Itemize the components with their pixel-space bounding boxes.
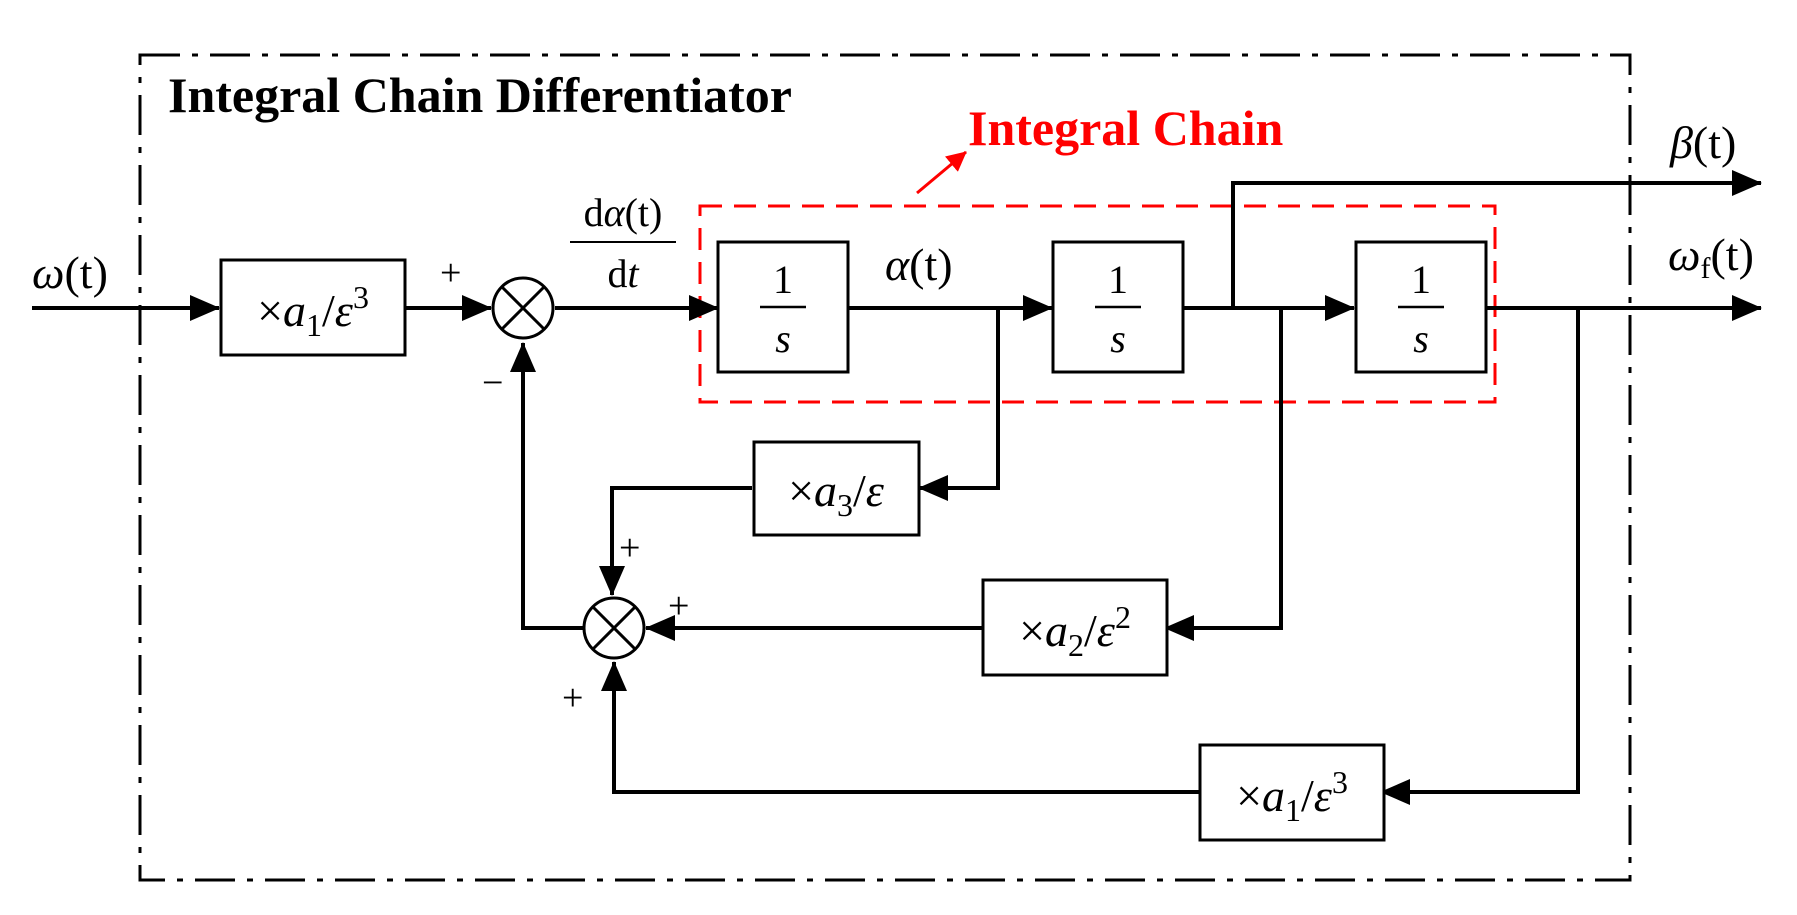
differentiator-boundary (138, 53, 1632, 882)
wire-a1-to-sum2 (601, 661, 1199, 794)
svg-text:1: 1 (1108, 257, 1128, 302)
diagram-title: Integral Chain Differentiator (168, 67, 792, 123)
sign-plus-a3: + (619, 527, 640, 569)
wire-beta (1231, 170, 1762, 308)
summing-junction-feedback (582, 596, 646, 660)
wire-a3-to-sum2 (599, 486, 752, 596)
gain-block-input: ×a1/ε3 (219, 258, 407, 357)
svg-text:s: s (1110, 316, 1126, 361)
sign-plus-a2: + (668, 585, 689, 627)
gain-block-a1-feedback: ×a1/ε3 (1198, 743, 1386, 842)
integral-chain-pointer-arrow (916, 150, 967, 195)
integrator-3: 1 s (1354, 240, 1488, 374)
svg-text:×a2/ε2: ×a2/ε2 (1019, 599, 1131, 663)
beta-signal-label: β(t) (1669, 117, 1736, 168)
wire-beta-tap (1164, 308, 1283, 641)
svg-text:s: s (775, 316, 791, 361)
integrator-2: 1 s (1051, 240, 1185, 374)
sign-plus-a1: + (562, 677, 583, 719)
integrator-1: 1 s (716, 240, 850, 374)
gain-block-a2: ×a2/ε2 (981, 578, 1169, 677)
output-signal-label: ωf(t) (1668, 229, 1754, 285)
summing-junction-main (491, 276, 555, 340)
integral-chain-label: Integral Chain (968, 100, 1284, 156)
derivative-label: dα(t) dt (570, 190, 676, 296)
sign-minus-feedback: − (482, 362, 503, 404)
svg-text:×a1/ε3: ×a1/ε3 (1236, 764, 1348, 828)
wire-sum2-to-sum1 (510, 342, 584, 630)
gain-block-a3: ×a3/ε (752, 440, 921, 537)
svg-text:dt: dt (607, 251, 639, 296)
wire-output-tap (1380, 308, 1580, 805)
svg-text:×a1/ε3: ×a1/ε3 (257, 279, 369, 343)
wire-alpha-tap (918, 308, 1000, 501)
svg-text:dα(t): dα(t) (584, 190, 663, 235)
sign-plus-input: + (440, 252, 461, 294)
input-signal-label: ω(t) (32, 247, 108, 298)
svg-text:1: 1 (773, 257, 793, 302)
svg-text:1: 1 (1411, 257, 1431, 302)
alpha-signal-label: α(t) (885, 239, 953, 290)
svg-text:s: s (1413, 316, 1429, 361)
svg-text:×a3/ε: ×a3/ε (788, 465, 885, 523)
